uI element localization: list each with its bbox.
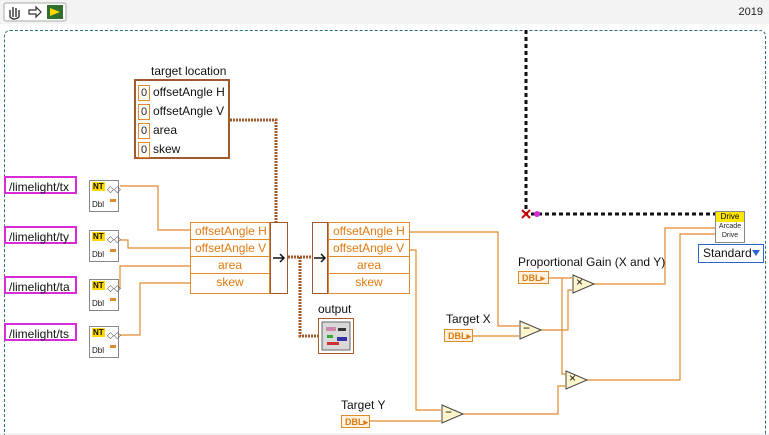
bundle-cluster-terminal <box>270 222 288 294</box>
unbundle-arrow-icon <box>314 253 327 263</box>
cluster-field-area: 0 area <box>138 121 228 139</box>
target-x-type: DBL <box>448 331 467 341</box>
nt-output-terminal <box>110 345 116 348</box>
nt-output-terminal <box>110 199 116 202</box>
nt-read-dbl-tx[interactable]: NT ◇◇ Dbl <box>89 180 121 212</box>
bundle-row: skew <box>216 275 244 289</box>
nt-type: Dbl <box>92 299 105 308</box>
nt-read-dbl-ts[interactable]: NT ◇◇ Dbl <box>89 326 121 358</box>
nt-network-icon: ◇◇ <box>107 234 121 244</box>
target-location-cluster[interactable]: 0 offsetAngle H 0 offsetAngle V 0 area 0… <box>134 79 230 159</box>
nt-read-dbl-ty[interactable]: NT ◇◇ Dbl <box>89 230 121 262</box>
target-y-label: Target Y <box>341 398 386 412</box>
drive-mode-enum[interactable]: Standard <box>698 244 764 263</box>
nt-network-icon: ◇◇ <box>107 283 121 293</box>
bundle-row: offsetAngle V <box>191 240 269 257</box>
cluster-label: target location <box>151 64 227 78</box>
chevron-down-icon[interactable] <box>752 250 760 256</box>
cluster-field-name: area <box>153 123 178 137</box>
bundle-by-name[interactable]: offsetAngle H offsetAngle V area skew <box>190 222 270 294</box>
nt-network-icon: ◇◇ <box>107 330 121 340</box>
cluster-field-name: offsetAngle H <box>153 85 225 99</box>
gain-control[interactable]: DBL▸ <box>518 271 549 284</box>
nt-badge: NT <box>92 328 105 337</box>
nt-network-icon: ◇◇ <box>107 184 121 194</box>
target-y-control[interactable]: DBL▸ <box>341 415 370 428</box>
drive-mode-value: Standard <box>703 246 752 260</box>
output-indicator[interactable] <box>318 318 354 354</box>
unbundle-row: offsetAngle H <box>329 223 409 240</box>
nt-badge: NT <box>92 281 105 290</box>
nt-type: Dbl <box>92 250 105 259</box>
cluster-field-value[interactable]: 0 <box>138 85 150 101</box>
nt-badge: NT <box>92 232 105 241</box>
version-label: 2019 <box>738 6 763 18</box>
toolbar: 2019 <box>0 0 769 24</box>
gain-label: Proportional Gain (X and Y) <box>518 255 666 269</box>
bundle-row: offsetAngle H <box>191 223 269 240</box>
drive-vi-line1: Arcade <box>718 223 742 230</box>
nt-type: Dbl <box>92 200 105 209</box>
multiply-y-node[interactable] <box>565 370 589 390</box>
multiply-x-symbol: × <box>576 275 584 289</box>
multiply-y-symbol: × <box>569 371 577 385</box>
nt-output-terminal <box>110 249 116 252</box>
nt-read-dbl-ta[interactable]: NT ◇◇ Dbl <box>89 279 121 311</box>
cluster-field-value[interactable]: 0 <box>138 104 150 120</box>
cluster-indicator-icon <box>321 321 351 351</box>
nt-path-ta[interactable]: /limelight/ta <box>4 276 77 294</box>
subtract-x-symbol: − <box>523 321 531 335</box>
cluster-field-skew: 0 skew <box>138 140 228 158</box>
nt-path-tx[interactable]: /limelight/tx <box>4 176 77 194</box>
cluster-field-value[interactable]: 0 <box>138 142 150 158</box>
bundle-row: area <box>191 257 269 274</box>
output-label: output <box>318 302 352 316</box>
multiply-x-node[interactable] <box>572 274 596 294</box>
toolbar-icons <box>3 2 67 22</box>
target-x-control[interactable]: DBL▸ <box>444 329 473 342</box>
drive-vi-line2: Drive <box>721 232 739 239</box>
unbundle-row: offsetAngle V <box>329 240 409 257</box>
cluster-field-value[interactable]: 0 <box>138 123 150 139</box>
unbundle-cluster-terminal <box>312 222 328 294</box>
nt-output-terminal <box>110 298 116 301</box>
cluster-field-offsetangle-v: 0 offsetAngle V <box>138 102 228 120</box>
unbundle-row: area <box>329 257 409 274</box>
nt-type: Dbl <box>92 346 105 355</box>
nt-badge: NT <box>92 182 105 191</box>
unbundle-by-name[interactable]: offsetAngle H offsetAngle V area skew <box>328 222 410 294</box>
subtract-y-symbol: − <box>445 405 453 419</box>
arcade-drive-vi[interactable]: Drive Arcade Drive <box>715 211 745 243</box>
labview-run-icon[interactable] <box>47 5 63 19</box>
target-y-type: DBL <box>345 417 364 427</box>
nt-path-ts[interactable]: /limelight/ts <box>4 323 77 341</box>
bundle-arrow-icon <box>273 253 286 263</box>
drive-vi-title: Drive <box>716 212 744 222</box>
subtract-y-node[interactable] <box>441 404 465 424</box>
gain-type: DBL <box>522 273 541 283</box>
hand-icon[interactable] <box>9 7 20 20</box>
cluster-field-name: skew <box>153 142 181 156</box>
subtract-x-node[interactable] <box>519 320 543 340</box>
nt-path-ty[interactable]: /limelight/ty <box>4 226 77 244</box>
target-x-label: Target X <box>446 312 491 326</box>
cluster-field-name: offsetAngle V <box>153 104 225 118</box>
arrow-right-icon[interactable] <box>28 5 42 19</box>
cluster-field-offsetangle-h: 0 offsetAngle H <box>138 83 228 101</box>
unbundle-row: skew <box>355 275 383 289</box>
